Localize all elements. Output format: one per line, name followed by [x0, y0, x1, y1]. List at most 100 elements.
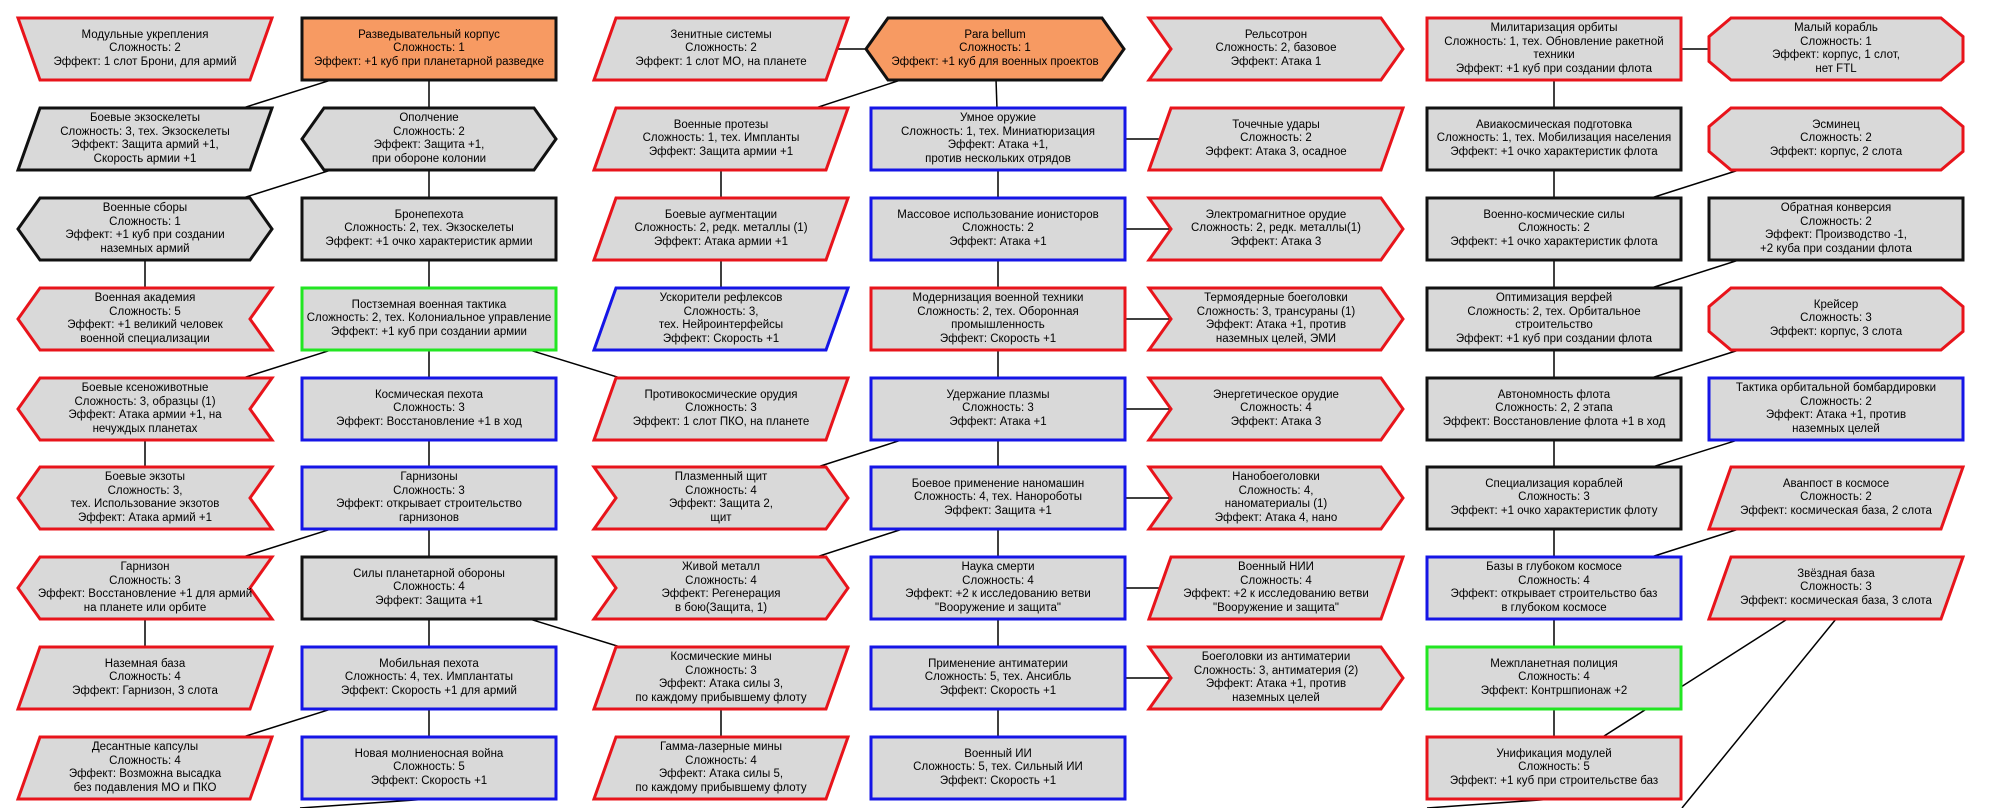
tech-node-detail: щит	[710, 511, 732, 524]
tech-node-title: Гамма-лазерные мины	[659, 741, 783, 753]
tech-node-shape	[591, 645, 851, 711]
tech-node-title: Эсминец	[1812, 118, 1860, 131]
tech-node-detail: строительство	[1515, 319, 1593, 331]
tech-node-title: Нанобоеголовки	[1232, 471, 1320, 483]
tech-node-title: Десантные капсулы	[91, 741, 199, 753]
tech-node-title: Базы в глубоком космосе	[1486, 561, 1622, 573]
tech-node-detail: Сложность: 1	[393, 42, 465, 55]
tech-node-detail: Сложность: 3	[685, 402, 757, 415]
tech-node-detail: Сложность: 5	[1518, 761, 1590, 774]
tech-node-detail: Эффект: Скорость +1	[662, 332, 780, 345]
tech-node-title: Постземная военная тактика	[351, 298, 507, 311]
tech-node-detail: наземных армий	[100, 242, 190, 255]
tech-node-title: Военная академия	[94, 292, 196, 304]
tech-node-detail: Эффект: Атака +1	[949, 235, 1047, 248]
tech-node-shape	[300, 16, 558, 82]
tech-node-title: Живой металл	[682, 561, 760, 573]
tech-node-detail: Сложность: 3, антиматерия (2)	[1193, 664, 1359, 677]
tech-node-title: Крейсер	[1813, 298, 1859, 311]
tech-node-shape	[1146, 645, 1405, 711]
tech-node-detail: Сложность: 2, тех. Оборонная	[917, 305, 1079, 318]
tech-node-detail: Сложность: 4	[109, 671, 181, 684]
tech-node-title: Малый корабль	[1794, 22, 1878, 34]
tech-node-detail: Сложность: 4,	[1238, 484, 1314, 497]
tech-node-detail: Сложность: 1	[959, 42, 1031, 55]
tech-node-title: Точечные удары	[1232, 118, 1320, 131]
tech-node-title: Противокосмические орудия	[644, 388, 798, 401]
tech-node-shape	[300, 196, 558, 262]
tech-node-detail: Эффект: Атака +1, против	[1205, 678, 1347, 690]
tech-node-shape	[1707, 16, 1965, 82]
tech-node-shape	[1707, 196, 1965, 262]
tech-node-title: Военные сборы	[102, 202, 188, 214]
tech-node-detail: Сложность: 5	[109, 305, 181, 318]
tech-node-title: Боевые ксеноживотные	[81, 382, 209, 394]
tech-node-title: Военный НИИ	[1238, 561, 1314, 573]
tech-node-detail: Сложность: 1, тех. Миниатюризация	[901, 125, 1095, 138]
